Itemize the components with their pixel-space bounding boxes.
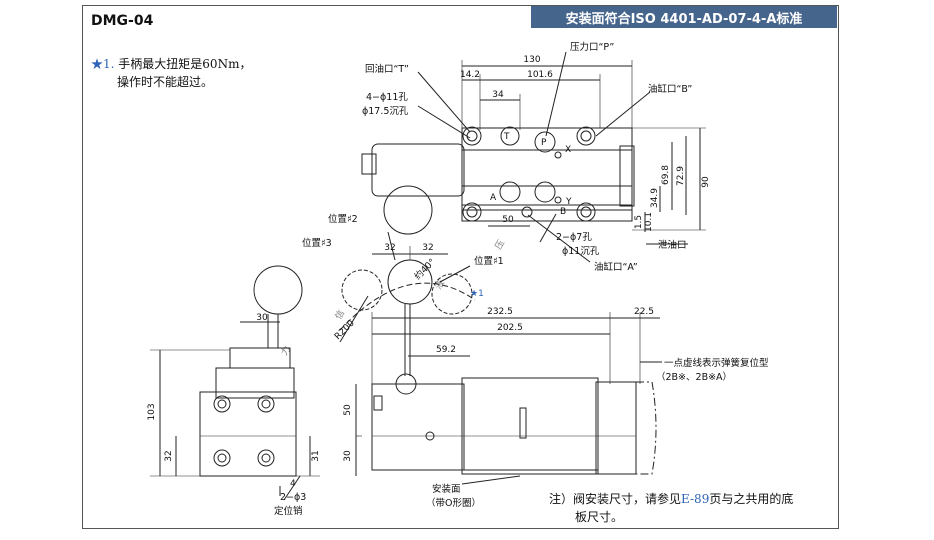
handle-ball-left <box>341 269 383 311</box>
drawing-sheet-frame <box>82 5 839 529</box>
label-port-A: 油缸口“A” <box>594 261 638 273</box>
handle-knob-end <box>253 265 303 315</box>
end-cap-top <box>619 145 635 207</box>
dim-232-5: 232.5 <box>487 307 513 317</box>
valve-body-side <box>461 377 599 475</box>
mark-T: T <box>503 132 510 142</box>
star-note-marker: ★1 <box>470 289 484 299</box>
handle-body-side <box>371 383 465 471</box>
dim-10-1: 10.1 <box>644 212 654 232</box>
label-position-1: 位置♯1 <box>474 255 504 267</box>
mounting-footnote: 注）阀安装尺寸，请参见E-89页与之共用的底 板尺寸。 <box>549 490 793 526</box>
handle-pivot <box>395 373 417 395</box>
dim-69-8: 69.8 <box>661 165 671 185</box>
label-mount-face: 安装面 <box>432 483 461 495</box>
side-view <box>355 312 662 485</box>
port-B-circle <box>534 181 556 203</box>
note-line-2: 操作时不能超过。 <box>117 75 214 89</box>
label-oring: （带O形圈） <box>426 497 481 509</box>
port-A-circle <box>499 181 521 203</box>
footnote-page-link[interactable]: E-89 <box>681 492 710 506</box>
standard-banner: 安装面符合ISO 4401-AD-07-4-A标准 <box>531 6 837 28</box>
valve-body-top <box>461 127 633 211</box>
label-2-holes: 2−ϕ7孔 <box>556 232 592 243</box>
dim-1-5: 1.5 <box>634 215 644 229</box>
dim-130: 130 <box>523 55 540 65</box>
mark-X: X <box>565 145 571 155</box>
label-pins: 2−ϕ3 <box>280 492 306 503</box>
mark-A: A <box>490 193 497 203</box>
dim-32-end: 32 <box>164 450 174 461</box>
watermark-glyph-1: 力 <box>278 344 293 358</box>
end-cover-side <box>595 381 637 475</box>
dim-59-2: 59.2 <box>436 345 456 355</box>
dim-30-end: 30 <box>256 313 268 323</box>
manifold-edge <box>461 204 633 222</box>
label-spring-models: （2B※、2B※A） <box>656 371 732 383</box>
upper-block-end <box>215 367 295 399</box>
dim-101-6: 101.6 <box>527 70 553 80</box>
dim-34: 34 <box>492 90 504 100</box>
drain-hole <box>521 206 533 218</box>
dim-31-end: 31 <box>311 450 321 461</box>
dim-90: 90 <box>701 176 711 188</box>
end-view <box>150 265 320 501</box>
dim-50-top: 50 <box>502 215 514 225</box>
dim-30-side: 30 <box>343 450 353 462</box>
dim-202-5: 202.5 <box>497 323 523 333</box>
watermark-glyph-4: 压 <box>493 238 507 251</box>
mount-hole-br <box>576 202 596 222</box>
label-radius: R200 <box>333 318 357 342</box>
mount-hole-bl <box>462 202 482 222</box>
label-port-T: 回油口“T” <box>365 63 409 75</box>
handle-housing-top <box>371 143 465 197</box>
top-view <box>361 51 706 263</box>
label-port-B: 油缸口“B” <box>648 83 692 95</box>
dim-50-side: 50 <box>343 404 353 416</box>
handle-positions <box>339 231 476 376</box>
footnote-line-1: 注）阀安装尺寸，请参见 <box>549 492 682 506</box>
mark-Y: Y <box>565 197 572 207</box>
label-4-holes: 4−ϕ11孔 <box>366 92 408 103</box>
dim-22-5: 22.5 <box>634 307 654 317</box>
handle-stub-top <box>361 153 377 175</box>
watermark-glyph-2: 信 <box>332 308 347 322</box>
dim-14-2: 14.2 <box>460 70 480 80</box>
handle-ball-right <box>431 273 473 315</box>
dim-34-9: 34.9 <box>650 188 660 208</box>
footnote-line-2: 板尺寸。 <box>575 510 624 524</box>
spring-return-outline <box>636 381 657 475</box>
label-dowel-pins: 定位销 <box>274 505 303 517</box>
label-2-counterbore: ϕ11沉孔 <box>562 246 600 257</box>
label-position-2: 位置♯2 <box>328 213 358 225</box>
dim-32-left: 32 <box>384 243 395 253</box>
label-port-P: 压力口“P” <box>570 41 614 53</box>
model-title: DMG-04 <box>91 13 154 29</box>
dim-103: 103 <box>147 403 157 420</box>
mount-hole-tr <box>576 126 596 146</box>
standard-text: 安装面符合ISO 4401-AD-07-4-A标准 <box>565 11 803 27</box>
label-spring-note: 一点虚线表示弹簧复位型 <box>664 357 769 369</box>
star-icon: ★ <box>91 57 104 71</box>
dim-72-9: 72.9 <box>676 166 686 186</box>
handle-knob-top <box>383 185 433 235</box>
dim-32-right: 32 <box>422 243 433 253</box>
note-line-1: 手柄最大扭矩是60Nm， <box>118 57 252 71</box>
port-P-circle <box>534 131 556 153</box>
label-angle: 约40° <box>412 256 438 282</box>
footnote-line-1-tail: 页与之共用的底 <box>709 492 794 506</box>
mark-P: P <box>541 138 547 148</box>
mount-hole-tl <box>462 126 482 146</box>
dim-4-end: 4 <box>290 479 296 489</box>
label-drain: 泄油口 <box>658 239 687 251</box>
handle-torque-note: ★1. 手柄最大扭矩是60Nm， 操作时不能超过。 <box>91 55 251 91</box>
port-T-circle <box>500 126 520 146</box>
mark-B: B <box>560 207 566 217</box>
label-position-3: 位置♯3 <box>302 237 332 249</box>
label-4-counterbore: ϕ17.5沉孔 <box>362 106 409 117</box>
note-index: 1. <box>103 57 115 71</box>
